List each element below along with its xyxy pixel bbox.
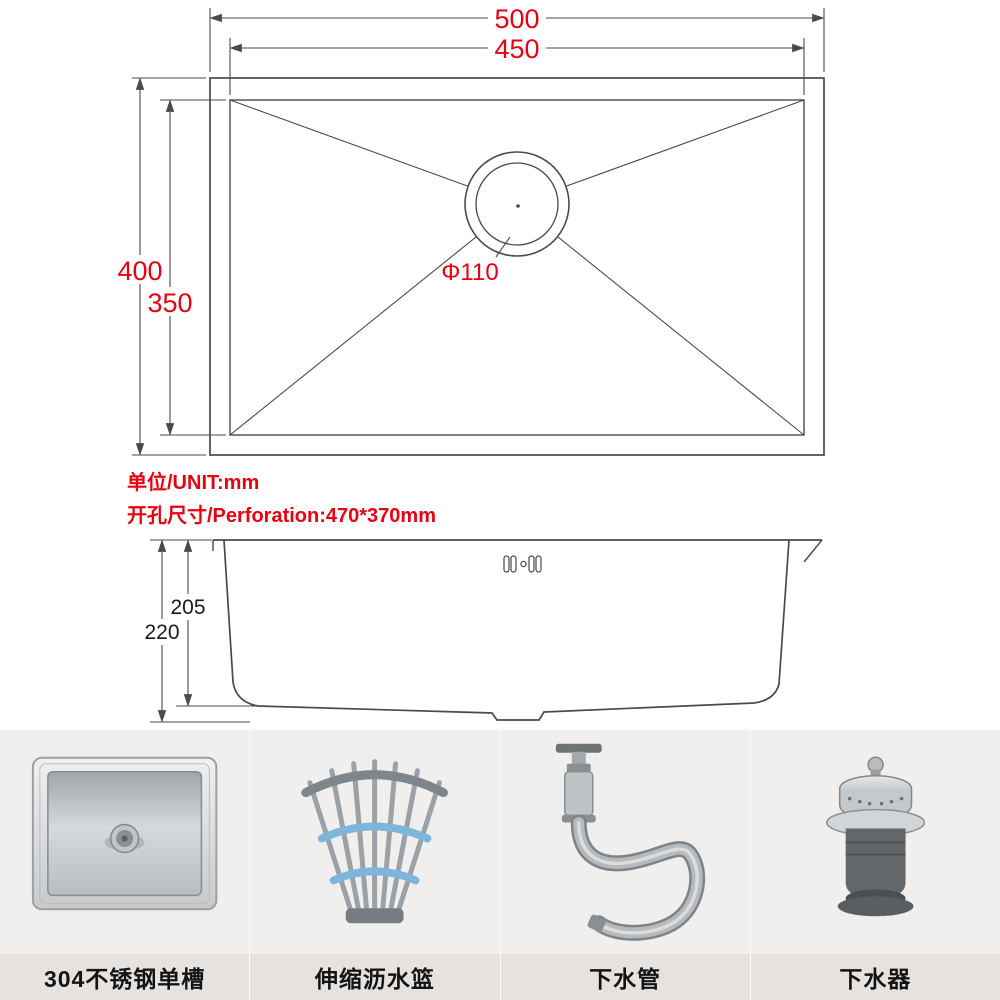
perforation-note: 开孔尺寸/Perforation:470*370mm (127, 504, 436, 527)
product-card-strainer: 下水器 (749, 730, 1000, 1000)
sink-technical-drawing: 500 450 400 350 Φ110 单位/UNIT:mm 开孔尺寸/Per… (115, 4, 825, 723)
product-card-sink: 304不锈钢单槽 (0, 730, 250, 1000)
product-label-basket: 伸缩沥水篮 (250, 954, 500, 1000)
basin-profile (223, 539, 790, 721)
product-label-pipe: 下水管 (500, 954, 750, 1000)
product-label-strainer: 下水器 (750, 954, 1000, 1000)
dim-inner-depth: 205 (170, 596, 205, 619)
dim-inner-width: 450 (494, 34, 539, 64)
product-card-basket: 伸缩沥水篮 (249, 730, 500, 1000)
top-view-outline (209, 77, 825, 456)
sink-outer-rim (209, 77, 825, 456)
sink-inner-basin (229, 99, 805, 436)
dim-outer-length: 400 (117, 256, 162, 286)
top-view-dimensions: 500 450 400 350 Φ110 (115, 4, 825, 456)
drain-hole-outer (464, 151, 570, 257)
drain-strainer-icon (825, 756, 925, 917)
dim-outer-width: 500 (494, 4, 539, 34)
product-strip: 304不锈钢单槽 伸缩沥水篮 (0, 730, 1000, 1000)
drain-leader-line (495, 236, 511, 258)
product-label-sink: 304不锈钢单槽 (0, 954, 250, 1000)
unit-note: 单位/UNIT:mm (127, 470, 259, 494)
side-view-dimensions: 220 205 (139, 539, 258, 723)
dim-total-depth: 220 (144, 621, 179, 644)
side-view-outline (212, 539, 823, 721)
product-card-pipe: 下水管 (499, 730, 750, 1000)
drain-pipe-icon (555, 743, 705, 941)
drain-center-mark (516, 204, 520, 208)
drain-hole-inner (475, 162, 559, 246)
sink-photo-icon (31, 756, 218, 911)
notes: 单位/UNIT:mm 开孔尺寸/Perforation:470*370mm (127, 470, 436, 527)
dim-inner-length: 350 (147, 288, 192, 318)
drain-basket-icon (301, 759, 449, 924)
basin-slope-lines (229, 99, 805, 436)
dim-drain-diameter: Φ110 (441, 259, 498, 286)
overflow-marks (503, 555, 542, 573)
